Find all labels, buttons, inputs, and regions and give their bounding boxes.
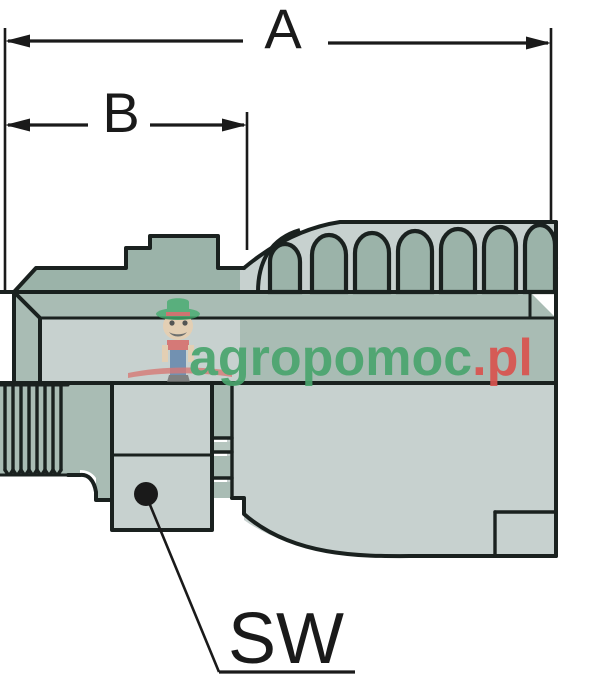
dimension-a-arrow-right (526, 36, 551, 50)
mascot-hat-band (166, 312, 190, 316)
barb-4 (438, 226, 478, 295)
outline-hex-top (12, 234, 246, 294)
dimension-b-arrow-left (5, 118, 30, 132)
watermark-brand-suffix: .pl (472, 329, 533, 387)
barb-5 (481, 224, 519, 295)
mascot-hat-crown (167, 298, 189, 314)
dimension-a: A (5, 0, 551, 60)
watermark-brand-primary: agropomoc (189, 329, 472, 387)
mascot-swoosh (128, 367, 232, 378)
mascot-arm-left (162, 345, 168, 362)
dimension-a-arrow-left (5, 34, 30, 48)
ferrule-end-flange (495, 512, 556, 556)
mascot-shoes (167, 375, 190, 382)
barb-3 (395, 228, 435, 295)
sw-callout: SW (134, 482, 355, 677)
dimension-b-label: B (102, 81, 139, 144)
seal-block-1 (212, 383, 232, 438)
seal-block-3 (212, 456, 232, 478)
watermark: agropomoc.pl (128, 298, 533, 387)
barb-7 (267, 241, 303, 295)
dimension-a-label: A (264, 0, 302, 60)
outline-ferrule-ramp (242, 220, 558, 270)
sw-callout-dot (134, 482, 158, 506)
outline-ferrule-sweep (230, 496, 558, 559)
dimension-b: B (5, 81, 247, 144)
barb-lead-in (256, 228, 301, 293)
outline-nut-lower-step (66, 472, 114, 502)
barb-2 (352, 230, 392, 295)
sw-leader-line (146, 499, 221, 673)
sw-label: SW (228, 599, 344, 677)
barb-serrations (256, 222, 558, 295)
mascot-moustache (169, 332, 187, 337)
extension-lines (3, 28, 553, 292)
seal-block-4 (212, 482, 232, 498)
mascot-eye-right (182, 320, 188, 326)
mascot-shirt (167, 340, 189, 350)
mascot-arm-right (188, 345, 194, 362)
farmer-mascot-icon (128, 298, 232, 382)
ferrule-lower-body (227, 383, 556, 557)
dimension-b-arrow-right (222, 118, 247, 132)
barb-1 (309, 232, 349, 295)
barb-6 (522, 222, 558, 295)
watermark-brand-text: agropomoc.pl (189, 329, 533, 387)
thread-lines (3, 384, 63, 477)
mascot-eye-left (169, 320, 175, 326)
thread-zone-fill (0, 385, 68, 475)
seal-block-2 (212, 442, 232, 452)
